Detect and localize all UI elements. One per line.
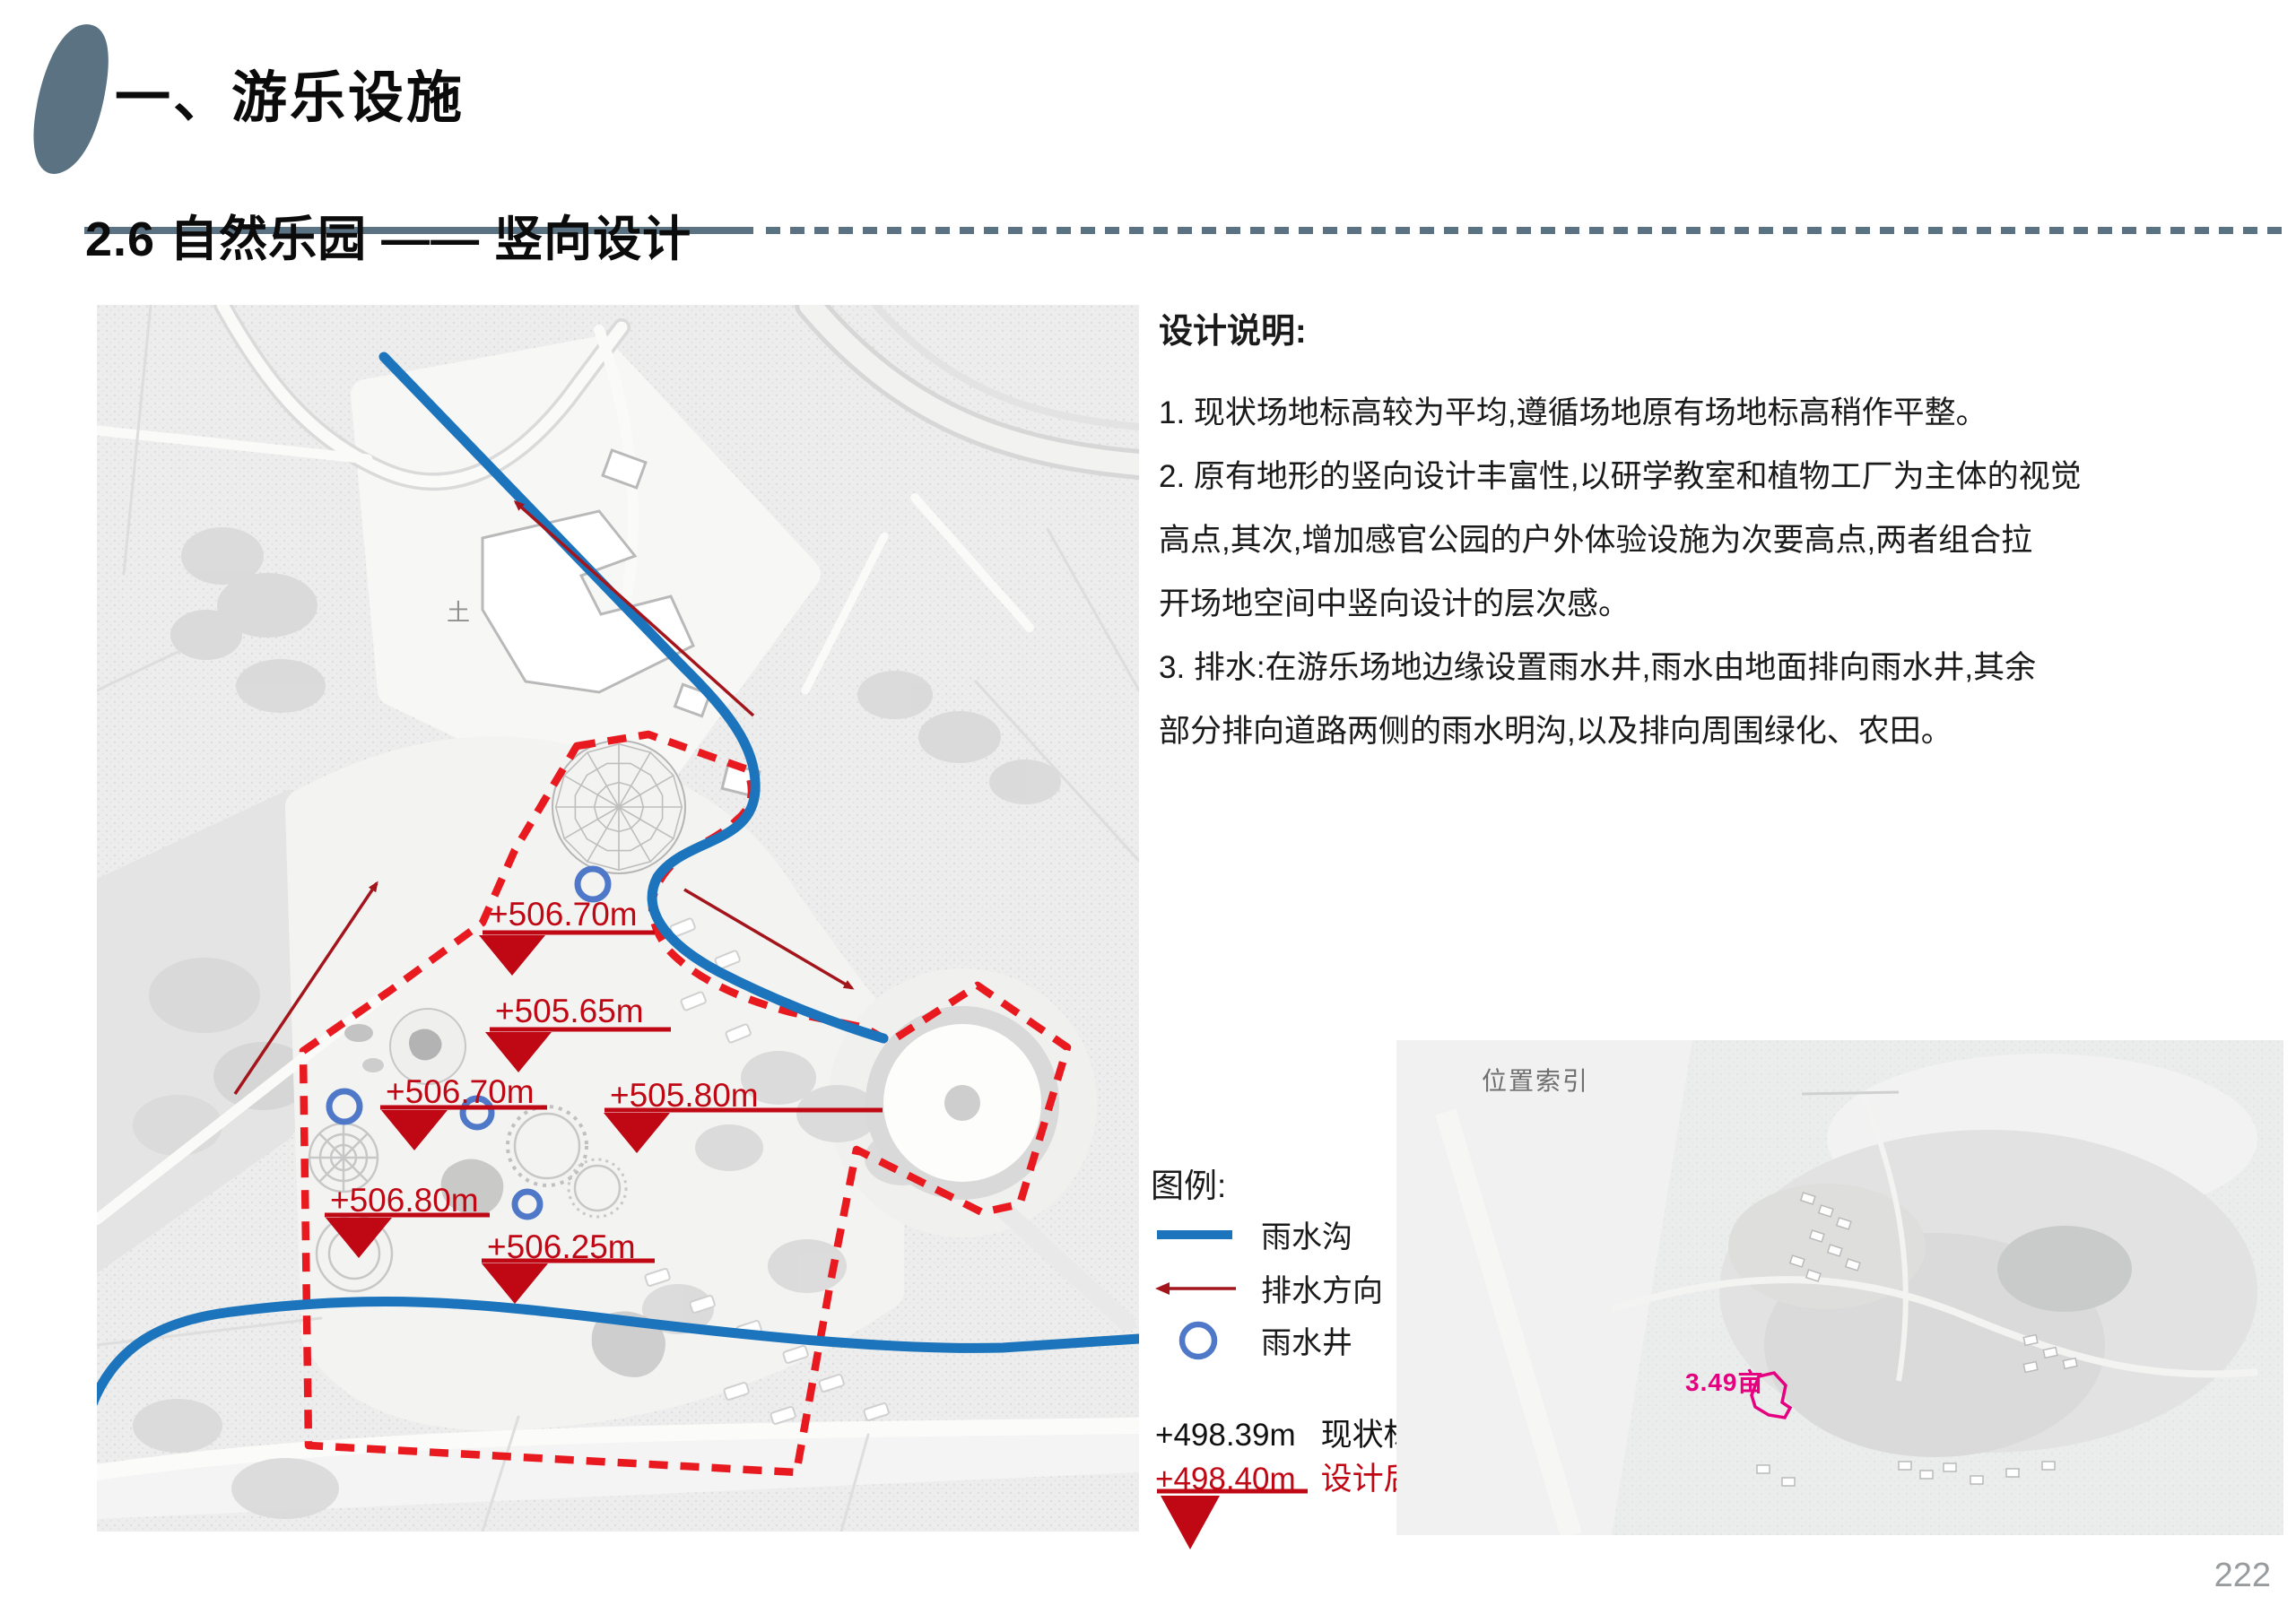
legend-item-rain-ditch: 雨水沟 xyxy=(1155,1212,1352,1256)
elevation-markers: +506.70m +505.65m +506.70m +505.80m +506.80m… xyxy=(325,896,883,1304)
location-index-title: 位置索引 xyxy=(1482,1067,1590,1095)
existing-elevation-value: +498.39m xyxy=(1155,1418,1296,1453)
dome-spoke xyxy=(587,806,620,863)
rain-well-marker xyxy=(459,1095,495,1131)
design-notes-line: 部分排向道路两侧的雨水明沟,以及排向周围绿化、农田。 xyxy=(1159,714,1952,749)
legend-item-rain-well: 雨水井 xyxy=(1155,1318,1352,1362)
dome-spoke xyxy=(563,806,620,839)
elevation-marker: +506.80m xyxy=(325,1182,490,1258)
elevation-triangle-icon xyxy=(479,935,545,976)
rain-ditch-upper xyxy=(378,352,889,1044)
design-notes-line: 3. 排水:在游乐场地边缘设置雨水井,雨水由地面排向雨水井,其余 xyxy=(1159,650,2037,685)
location-index-panel: 位置索引 3.49亩 xyxy=(1396,1040,2283,1535)
round-plaza xyxy=(865,1006,1059,1200)
elevation-value: +506.80m xyxy=(330,1182,479,1219)
legend-label: 雨水沟 xyxy=(1261,1220,1352,1254)
elevation-marker: +505.65m xyxy=(485,993,671,1072)
designed-elevation-marker-icon xyxy=(1157,1488,1308,1549)
elevation-value: +505.65m xyxy=(495,993,644,1029)
drain-direction-arrow-icon xyxy=(1155,1281,1236,1295)
elevation-marker: +505.80m xyxy=(604,1077,883,1153)
elevation-triangle-icon xyxy=(326,1218,392,1258)
playground-features xyxy=(308,917,890,1425)
dome-spoke xyxy=(618,775,674,808)
legend-item-drain-direction: 排水方向 xyxy=(1155,1266,1383,1310)
design-notes-line: 1. 现状场地标高较为平均,遵循场地原有场地标高稍作平整。 xyxy=(1159,395,1987,430)
rain-well-circle-icon xyxy=(1178,1321,1218,1359)
drain-direction-arrow xyxy=(683,888,855,990)
rain-ditch-line-icon xyxy=(1157,1229,1232,1239)
elevation-triangle-icon xyxy=(604,1113,670,1153)
page-number: 222 xyxy=(2213,1557,2271,1594)
elevation-triangle-icon xyxy=(482,1263,548,1304)
drain-direction-arrows xyxy=(233,499,855,1095)
elevation-value: +505.80m xyxy=(610,1077,759,1114)
elevation-value: +506.70m xyxy=(386,1073,535,1110)
location-index-map xyxy=(1396,1040,2283,1535)
dome-spoke xyxy=(618,806,651,863)
legend-label: 排水方向 xyxy=(1261,1274,1383,1308)
elevation-triangle-icon xyxy=(381,1110,448,1150)
dome-spoke xyxy=(563,775,620,808)
header-rule xyxy=(84,227,2283,234)
dome-spoke xyxy=(587,751,620,808)
design-notes-heading: 设计说明: xyxy=(1159,313,1307,351)
legend-heading: 图例: xyxy=(1151,1167,1227,1204)
elevation-value: +506.70m xyxy=(489,896,638,933)
rain-well-marker xyxy=(511,1188,544,1220)
elevation-marker: +506.70m xyxy=(380,1073,547,1150)
dome-spoke xyxy=(618,751,651,808)
design-notes-line: 高点,其次,增加感官公园的户外体验设施为次要高点,两者组合拉 xyxy=(1159,523,2033,558)
section-title: 一、游乐设施 xyxy=(115,67,465,129)
aerial-base: 土 xyxy=(97,305,1139,1532)
rain-ditch-lower xyxy=(97,1297,1139,1406)
drain-direction-arrow xyxy=(513,499,755,717)
design-notes-line: 开场地空间中竖向设计的层次感。 xyxy=(1159,586,1631,621)
leaf-logo-icon xyxy=(33,24,109,174)
elevation-marker: +506.70m xyxy=(479,896,655,976)
page-subtitle: 2.6 自然乐园 —— 竖向设计 xyxy=(85,213,692,266)
rain-wells xyxy=(326,865,612,1220)
site-plan-map: 土 xyxy=(97,305,1139,1532)
dome-spoke xyxy=(618,806,674,839)
site-area-label: 3.49亩 xyxy=(1685,1368,1764,1396)
legend-label: 雨水井 xyxy=(1261,1326,1352,1360)
design-notes: 设计说明: 1. 现状场地标高较为平均,遵循场地原有场地标高稍作平整。 2. 原… xyxy=(1159,303,2285,763)
rain-well-marker xyxy=(326,1088,363,1125)
dome-ring xyxy=(574,762,664,852)
elevation-marker: +506.25m xyxy=(482,1228,655,1304)
building-label: 土 xyxy=(447,599,470,626)
drain-direction-arrow xyxy=(233,881,378,1095)
geodesic-dome xyxy=(552,740,686,874)
elevation-triangle-icon xyxy=(485,1032,552,1072)
design-notes-line: 2. 原有地形的竖向设计丰富性,以研学教室和植物工厂为主体的视觉 xyxy=(1159,459,2082,494)
rain-well-marker xyxy=(574,865,612,903)
site-location-outline xyxy=(1750,1371,1793,1419)
